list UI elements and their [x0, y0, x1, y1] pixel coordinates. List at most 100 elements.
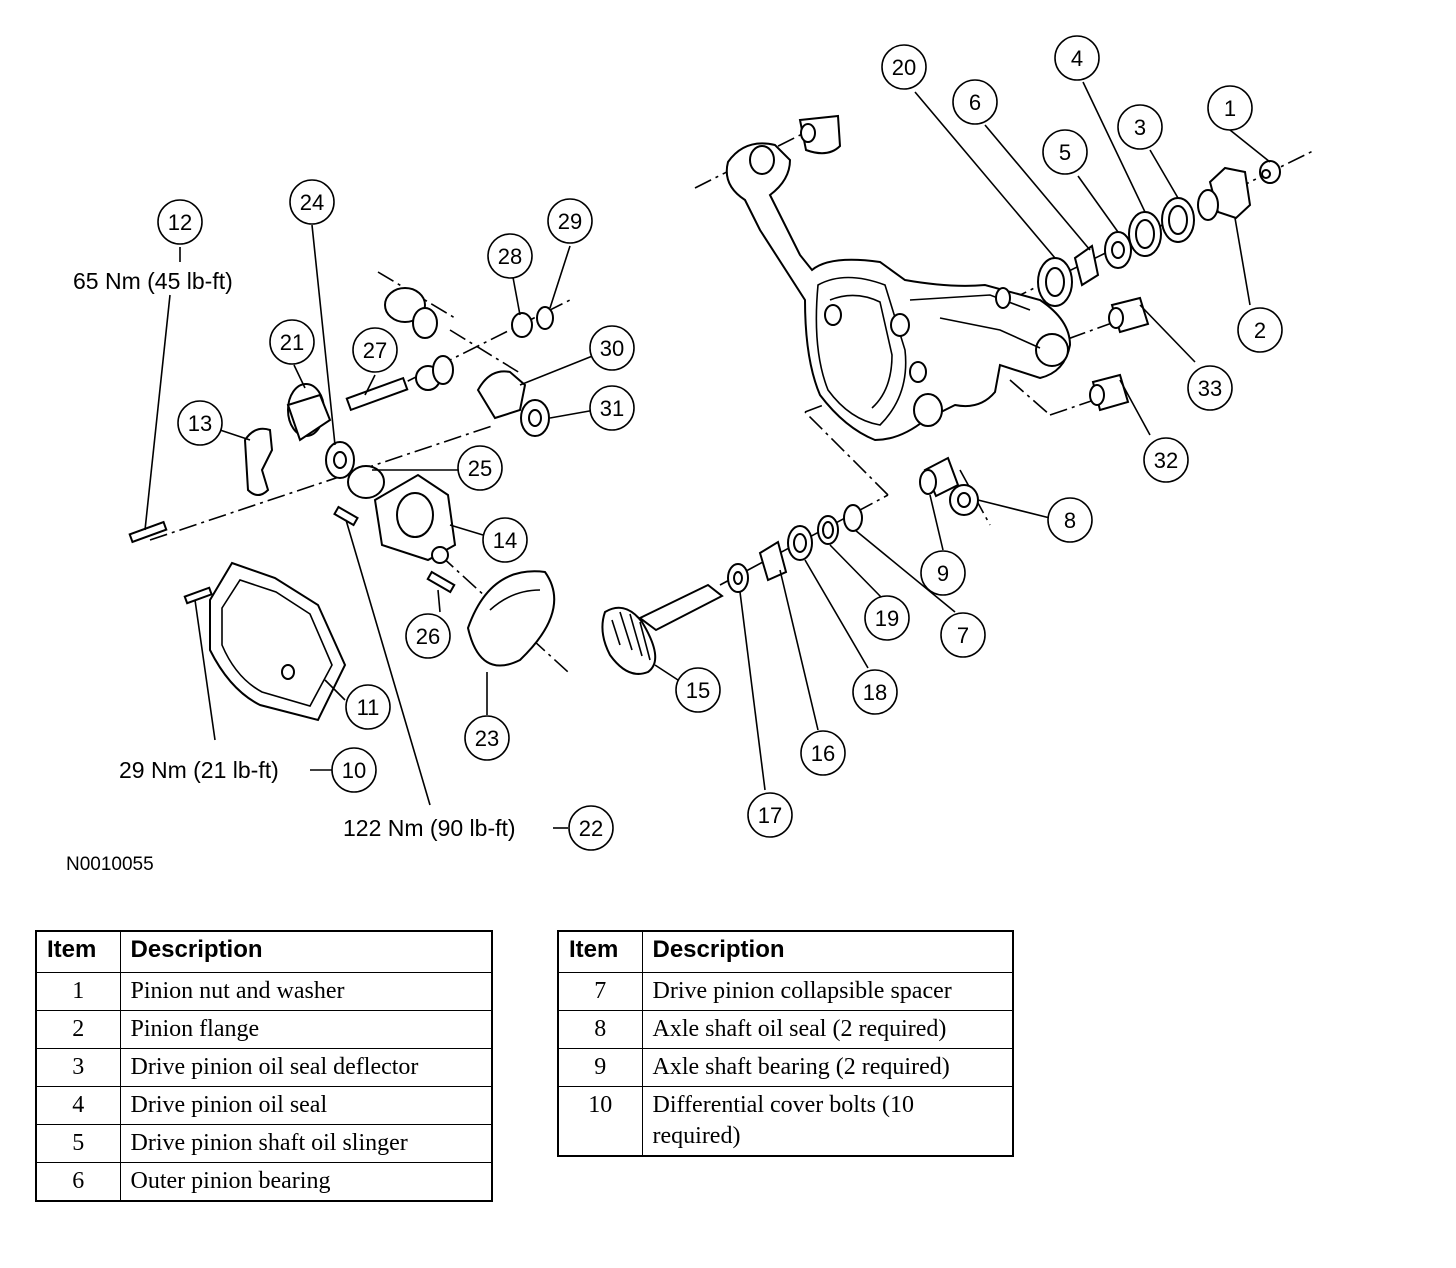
svg-text:29: 29	[558, 209, 582, 234]
svg-text:16: 16	[811, 741, 835, 766]
svg-text:11: 11	[357, 695, 380, 720]
svg-text:5: 5	[1059, 140, 1071, 165]
svg-text:1: 1	[1224, 96, 1236, 121]
callout-33: 33	[1187, 365, 1233, 411]
callout-5: 5	[1042, 129, 1088, 175]
item-description: Drive pinion shaft oil slinger	[119, 1124, 493, 1163]
svg-text:8: 8	[1064, 508, 1076, 533]
svg-text:7: 7	[957, 623, 969, 648]
callout-21: 21	[269, 319, 315, 365]
callout-30: 30	[589, 325, 635, 371]
svg-text:22: 22	[579, 816, 603, 841]
svg-text:30: 30	[600, 336, 624, 361]
callout-23: 23	[464, 715, 510, 761]
item-number: 4	[35, 1086, 121, 1125]
svg-text:26: 26	[416, 624, 440, 649]
callout-24: 24	[289, 179, 335, 225]
column-header-item: Item	[35, 930, 121, 973]
svg-text:27: 27	[363, 338, 387, 363]
svg-text:24: 24	[300, 190, 324, 215]
svg-text:18: 18	[863, 680, 887, 705]
callout-31: 31	[589, 385, 635, 431]
torque-label-22: 122 Nm (90 lb-ft)	[343, 815, 516, 841]
svg-text:4: 4	[1071, 46, 1083, 71]
svg-text:20: 20	[892, 55, 916, 80]
item-description: Drive pinion oil seal deflector	[119, 1048, 493, 1087]
item-number: 7	[557, 972, 643, 1011]
callout-4: 4	[1054, 35, 1100, 81]
callout-13: 13	[177, 400, 223, 446]
exploded-axle-diagram: 1 2 3 4 5 6 7 8 9 10 11 12 13 14 15 16 1…	[66, 35, 1316, 875]
item-number: 8	[557, 1010, 643, 1049]
svg-text:21: 21	[280, 330, 304, 355]
svg-text:6: 6	[969, 90, 981, 115]
svg-text:14: 14	[493, 528, 517, 553]
svg-text:13: 13	[188, 411, 212, 436]
item-description: Drive pinion collapsible spacer	[641, 972, 1014, 1011]
callout-9: 9	[920, 550, 966, 596]
item-number: 2	[35, 1010, 121, 1049]
callout-28: 28	[487, 233, 533, 279]
item-description: Axle shaft bearing (2 required)	[641, 1048, 1014, 1087]
differential-cover	[183, 561, 347, 722]
svg-text:2: 2	[1254, 318, 1266, 343]
callout-25: 25	[457, 445, 503, 491]
item-description: Outer pinion bearing	[119, 1162, 493, 1202]
svg-text:32: 32	[1154, 448, 1178, 473]
callout-27: 27	[352, 327, 398, 373]
svg-text:19: 19	[875, 606, 899, 631]
axle-housing	[725, 114, 1072, 442]
item-number: 9	[557, 1048, 643, 1087]
svg-text:3: 3	[1134, 115, 1146, 140]
callout-19: 19	[864, 595, 910, 641]
callout-15: 15	[675, 667, 721, 713]
item-number: 3	[35, 1048, 121, 1087]
svg-text:15: 15	[686, 678, 710, 703]
callout-6: 6	[952, 79, 998, 125]
item-description: Differential cover bolts (10 required)	[641, 1086, 1014, 1157]
callout-10: 10	[331, 747, 377, 793]
column-header-description: Description	[641, 930, 1014, 973]
column-header-item: Item	[557, 930, 643, 973]
axle-shaft-parts	[919, 296, 1150, 516]
callout-12: 12	[157, 199, 203, 245]
callout-29: 29	[547, 198, 593, 244]
item-number: 1	[35, 972, 121, 1011]
svg-text:28: 28	[498, 244, 522, 269]
callout-11: 11	[345, 684, 391, 730]
callout-8: 8	[1047, 497, 1093, 543]
svg-text:25: 25	[468, 456, 492, 481]
item-number: 10	[557, 1086, 643, 1157]
svg-text:12: 12	[168, 210, 192, 235]
callout-17: 17	[747, 792, 793, 838]
torque-label-10: 29 Nm (21 lb-ft)	[119, 757, 279, 783]
callout-7: 7	[940, 612, 986, 658]
callout-2: 2	[1237, 307, 1283, 353]
item-description: Axle shaft oil seal (2 required)	[641, 1010, 1014, 1049]
svg-text:23: 23	[475, 726, 499, 751]
figure-id: N0010055	[66, 854, 154, 875]
item-description: Drive pinion oil seal	[119, 1086, 493, 1125]
callout-22: 22	[568, 805, 614, 851]
differential-parts	[128, 287, 556, 667]
callout-1: 1	[1207, 85, 1253, 131]
svg-text:9: 9	[937, 561, 949, 586]
item-number: 6	[35, 1162, 121, 1202]
item-description: Pinion nut and washer	[119, 972, 493, 1011]
callout-16: 16	[800, 730, 846, 776]
torque-label-12: 65 Nm (45 lb-ft)	[73, 268, 233, 294]
svg-text:17: 17	[758, 803, 782, 828]
item-description: Pinion flange	[119, 1010, 493, 1049]
